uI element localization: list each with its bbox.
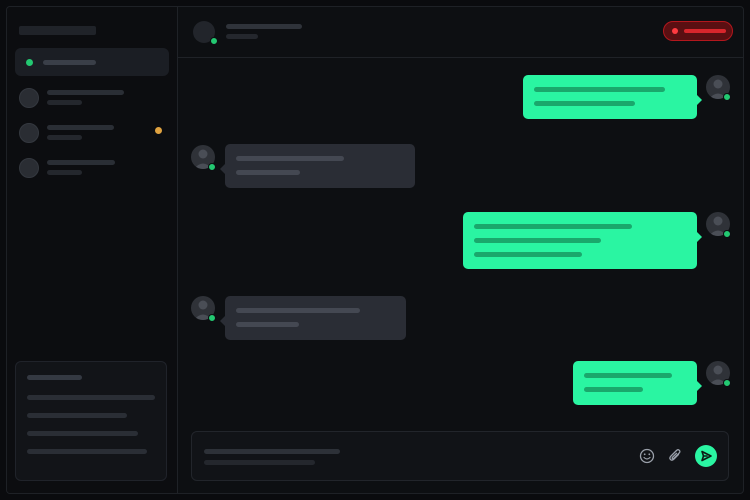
channel-name-placeholder	[47, 90, 124, 95]
online-status-icon	[208, 314, 216, 322]
user-avatar-icon	[706, 361, 730, 385]
user-avatar	[19, 88, 39, 108]
chat-panel	[178, 7, 743, 493]
bubble-tail	[697, 95, 702, 105]
message-bubble-outgoing[interactable]	[573, 361, 702, 405]
message-line-placeholder	[236, 156, 344, 161]
message-line-placeholder	[534, 101, 635, 106]
message-line-placeholder	[584, 387, 643, 392]
contact-name-placeholder	[226, 24, 302, 29]
message-line-placeholder	[534, 87, 665, 92]
online-status-icon	[26, 59, 33, 66]
message-line-placeholder	[474, 238, 601, 243]
sidebar-channel-unread[interactable]	[15, 119, 169, 147]
online-status-icon	[210, 37, 218, 45]
channel-preview-placeholder	[47, 170, 82, 175]
end-call-label-placeholder	[684, 29, 726, 33]
sidebar-channel[interactable]	[15, 84, 169, 112]
chat-header	[178, 7, 743, 58]
user-avatar-icon	[706, 212, 730, 236]
message-line-placeholder	[236, 308, 360, 313]
message-line-placeholder	[236, 322, 299, 327]
contact-avatar-icon	[191, 145, 215, 169]
online-status-icon	[208, 163, 216, 171]
message-bubble-incoming[interactable]	[220, 144, 415, 188]
unread-indicator-icon	[155, 127, 162, 134]
sidebar	[7, 7, 178, 493]
bubble-tail	[697, 232, 702, 242]
sidebar-channel[interactable]	[15, 154, 169, 182]
emoji-icon[interactable]	[638, 447, 656, 465]
message-bubble-outgoing[interactable]	[463, 212, 702, 269]
message-input-placeholder[interactable]	[204, 449, 340, 454]
message-line-placeholder	[584, 373, 672, 378]
user-avatar	[19, 158, 39, 178]
message-input-placeholder[interactable]	[204, 460, 315, 465]
channel-name-placeholder	[47, 125, 114, 130]
bubble-tail	[220, 164, 225, 174]
online-status-icon	[723, 93, 731, 101]
contact-avatar[interactable]	[193, 21, 215, 43]
channel-name-placeholder	[47, 160, 115, 165]
online-status-icon	[723, 379, 731, 387]
online-status-icon	[723, 230, 731, 238]
message-composer[interactable]	[191, 431, 729, 481]
bubble-tail	[697, 381, 702, 391]
channel-preview-placeholder	[47, 135, 82, 140]
message-line-placeholder	[474, 252, 582, 257]
card-line-placeholder	[27, 413, 127, 418]
sidebar-title-placeholder	[19, 26, 96, 35]
message-line-placeholder	[474, 224, 632, 229]
send-button[interactable]	[695, 445, 717, 467]
user-avatar	[19, 123, 39, 143]
contact-status-placeholder	[226, 34, 258, 39]
card-line-placeholder	[27, 395, 155, 400]
card-line-placeholder	[27, 431, 138, 436]
card-title-placeholder	[27, 375, 82, 380]
sidebar-channel-active[interactable]	[15, 48, 169, 76]
sidebar-info-card	[15, 361, 167, 481]
message-bubble-incoming[interactable]	[220, 296, 406, 340]
channel-name-placeholder	[43, 60, 96, 65]
message-bubble-outgoing[interactable]	[523, 75, 702, 119]
app-window	[6, 6, 744, 494]
paperclip-icon[interactable]	[666, 447, 684, 465]
bubble-tail	[220, 316, 225, 326]
message-line-placeholder	[236, 170, 300, 175]
card-line-placeholder	[27, 449, 147, 454]
record-dot-icon	[672, 28, 678, 34]
end-call-button[interactable]	[663, 21, 733, 41]
channel-preview-placeholder	[47, 100, 82, 105]
send-icon	[701, 450, 712, 462]
